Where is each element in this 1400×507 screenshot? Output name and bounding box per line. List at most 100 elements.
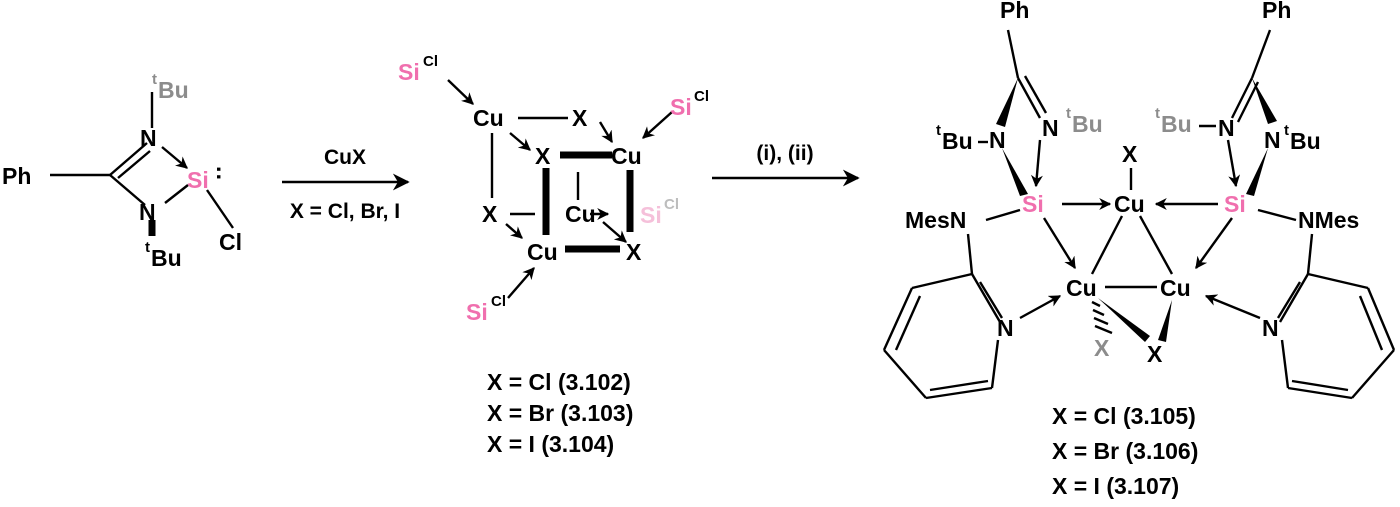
left-pyridine-ring — [882, 233, 1062, 400]
left-c-n-bond — [1016, 77, 1042, 119]
cl-label-1: Cl — [423, 53, 438, 70]
cu-cu-bond-right — [1138, 215, 1174, 275]
x-label-2: X — [535, 143, 551, 169]
arrow-2-conditions: (i), (ii) — [756, 142, 813, 165]
right-n-left: N — [1218, 115, 1235, 141]
si-cu-bond-2 — [642, 111, 673, 139]
right-n-right: N — [1264, 127, 1281, 153]
cluster-label-br: X = Br (3.103) — [487, 400, 633, 426]
left-n-right: N — [1042, 115, 1059, 141]
c-n-double-bond — [117, 150, 151, 179]
left-tbu-sup: t — [936, 122, 941, 139]
reaction-arrow-1: CuX X = Cl, Br, I — [282, 146, 410, 223]
tbu-bottom-label: Bu — [151, 245, 182, 271]
right-tbu2: Bu — [1290, 128, 1321, 154]
si-cl-bond — [206, 189, 234, 229]
x-top: X — [1122, 141, 1138, 167]
lone-pair-dots: ·· — [206, 166, 232, 181]
arrow-1-reagent: CuX — [324, 146, 366, 169]
right-c-n-bond — [1230, 77, 1254, 119]
tbu-sup-bottom: t — [145, 239, 150, 256]
cu-label-1: Cu — [473, 105, 504, 131]
reactant-silylene: Ph N N Si ·· Cl t Bu t Bu — [2, 71, 242, 271]
left-ph-c-bond — [1006, 29, 1020, 79]
cu-label-4: Cu — [527, 239, 558, 265]
x-bottom-left: X — [1094, 335, 1110, 361]
cube-edge-13 — [602, 221, 627, 243]
left-pyridine-n: N — [997, 315, 1014, 341]
product-label-br: X = Br (3.106) — [1052, 438, 1198, 464]
right-phenyl: Ph — [1262, 0, 1291, 23]
x-bottom-right: X — [1147, 341, 1163, 367]
right-si-cu-right — [1195, 217, 1233, 269]
right-n-si-wedge — [1246, 148, 1268, 196]
cl-label-2: Cl — [694, 88, 709, 105]
nitrogen-top-label: N — [140, 125, 157, 151]
silicon-label: Si — [187, 167, 209, 193]
right-n-si-dative — [1226, 139, 1241, 188]
cubane-cluster: Cu Cu Cu Cu X X X X Si Cl Si Cl Si Cl Si… — [398, 53, 709, 457]
hashed-bond — [1091, 300, 1113, 335]
si-label-2: Si — [670, 94, 692, 120]
product-complex: Ph N N t Bu t Bu Ph N N t Bu t Bu Si Si … — [882, 0, 1396, 499]
n-si-dative-bond — [161, 146, 188, 169]
product-label-i: X = I (3.107) — [1052, 473, 1179, 499]
left-n-si-wedge — [1002, 148, 1028, 196]
cu-right: Cu — [1160, 275, 1191, 301]
left-tbu2: Bu — [1072, 111, 1103, 137]
left-n-si-dative — [1030, 139, 1043, 188]
x-wedge-right — [1158, 300, 1172, 342]
si-cu-bond-1 — [447, 79, 474, 105]
cube-edge-4 — [509, 132, 531, 151]
si-label-1: Si — [398, 59, 420, 85]
right-tbu2-sup: t — [1284, 122, 1289, 139]
cu-label-2: Cu — [611, 143, 642, 169]
cu-top: Cu — [1114, 191, 1145, 217]
right-tbu-sup: t — [1155, 105, 1160, 122]
phenyl-label: Ph — [2, 163, 31, 189]
right-ph-c-bond — [1250, 29, 1272, 79]
n-si-bond — [164, 184, 189, 204]
left-n-si-bond — [985, 208, 1021, 222]
si-label-4: Si — [466, 299, 488, 325]
left-n-left: N — [989, 127, 1006, 153]
cube-edge-12 — [505, 223, 523, 239]
left-tbu2-sup: t — [1066, 105, 1071, 122]
tbu-sup-top: t — [152, 71, 157, 88]
cu-label-3: Cu — [565, 201, 596, 227]
left-si-cu-left — [1042, 217, 1077, 270]
reaction-arrow-2: (i), (ii) — [712, 142, 860, 187]
x-label-4: X — [626, 239, 642, 265]
c-n-bond-top — [109, 142, 148, 176]
cu-left: Cu — [1066, 275, 1097, 301]
cl-label-3: Cl — [664, 196, 679, 213]
x-wedge-left — [1098, 298, 1150, 342]
right-pyridine-ring — [1204, 233, 1396, 400]
cu-cu-bond-left — [1090, 215, 1124, 275]
product-label-cl: X = Cl (3.105) — [1052, 403, 1196, 429]
tbu-top-label: Bu — [158, 77, 189, 103]
x-label-1: X — [572, 105, 588, 131]
left-c-n-wedge — [996, 78, 1018, 127]
chloride-label: Cl — [219, 229, 242, 255]
right-n-si-bond — [1257, 208, 1297, 222]
left-phenyl: Ph — [1000, 0, 1029, 23]
right-c-n-double — [1236, 81, 1260, 123]
cluster-label-i: X = I (3.104) — [487, 431, 614, 457]
right-silicon: Si — [1224, 191, 1246, 217]
arrow-1-condition: X = Cl, Br, I — [290, 200, 400, 223]
left-mesn: MesN — [905, 207, 966, 233]
left-c-n-double — [1023, 75, 1048, 114]
right-tbu: Bu — [1161, 111, 1192, 137]
si-cu-bond-4 — [507, 267, 535, 299]
x-label-3: X — [482, 201, 498, 227]
right-c-n-wedge — [1252, 78, 1277, 124]
left-silicon: Si — [1022, 191, 1044, 217]
nitrogen-bottom-label: N — [139, 199, 156, 225]
right-pyridine-n: N — [1262, 315, 1279, 341]
c-n-bond-bottom — [109, 174, 146, 206]
right-nmes: NMes — [1298, 207, 1359, 233]
left-tbu: Bu — [942, 128, 973, 154]
